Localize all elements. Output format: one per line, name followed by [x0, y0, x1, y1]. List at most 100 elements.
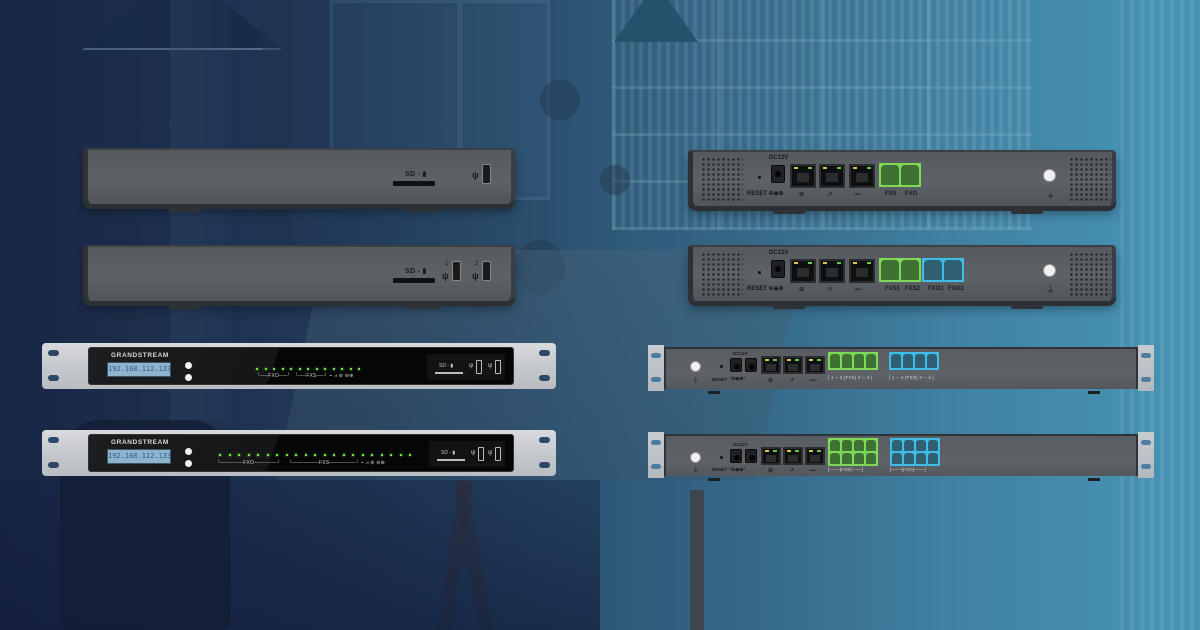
pc-port[interactable] — [805, 356, 825, 374]
rack-ear-hole — [1141, 464, 1151, 469]
fxo-port[interactable] — [904, 453, 914, 464]
wan-port[interactable] — [761, 447, 781, 465]
fxo-port[interactable] — [928, 440, 938, 451]
fxs-port-1[interactable] — [881, 260, 899, 280]
rubber-foot — [1011, 305, 1043, 309]
lcd-ok-button[interactable] — [185, 374, 192, 381]
dc-power-jack-1[interactable] — [730, 449, 742, 463]
status-led-row — [219, 454, 411, 456]
sd-card-slot[interactable] — [437, 459, 465, 461]
fxs-port-2[interactable] — [901, 260, 919, 280]
fxs-port[interactable] — [881, 165, 899, 185]
pc-port[interactable] — [849, 259, 875, 283]
fxs-port[interactable] — [854, 453, 864, 464]
usb-port-1[interactable] — [478, 447, 484, 461]
pc-icon: -⌁- — [854, 192, 862, 198]
wan-port[interactable] — [761, 356, 781, 374]
lan-port[interactable] — [783, 447, 803, 465]
fxo-port[interactable] — [927, 354, 937, 368]
fxo-port[interactable] — [901, 165, 919, 185]
rubber-foot — [773, 210, 805, 214]
fxs-port[interactable] — [842, 453, 852, 464]
pc-port[interactable] — [805, 447, 825, 465]
vent-grille — [1069, 252, 1111, 296]
fxs-port[interactable] — [830, 453, 840, 464]
usb-port-1[interactable] — [476, 360, 482, 374]
reset-button[interactable] — [758, 271, 761, 274]
fxs-port[interactable] — [866, 354, 876, 368]
usb-port-1[interactable] — [452, 261, 461, 281]
fxo-port[interactable] — [891, 354, 901, 368]
rack-ear-hole — [539, 437, 550, 443]
usb-port-2[interactable] — [495, 360, 501, 374]
sd-card-label: SD - ▮ — [405, 171, 427, 178]
reset-button[interactable] — [758, 176, 761, 179]
sd-card-label: SD - ▮ — [441, 450, 456, 456]
gateway-rear-2fxs-2fxo: RESET ⊖◆⊕ DC12V ⊘ ⩘ -⌁- FXS1 FXS2 FXO1 F… — [688, 245, 1116, 309]
usb-icon: ψ — [472, 271, 479, 281]
rack-ear-hole — [1141, 353, 1151, 358]
ground-icon: ⏚ — [692, 467, 699, 474]
status-led-row — [256, 368, 360, 370]
fxs-port[interactable] — [830, 440, 840, 451]
fxo-port[interactable] — [915, 354, 925, 368]
dc-power-jack-2[interactable] — [745, 449, 757, 463]
wan-port[interactable] — [790, 164, 816, 188]
sd-card-slot[interactable] — [393, 181, 435, 186]
usb-port[interactable] — [482, 164, 491, 184]
fxs-port[interactable] — [854, 440, 864, 451]
lan-port[interactable] — [819, 259, 845, 283]
lan-port[interactable] — [819, 164, 845, 188]
rubber-foot — [1088, 391, 1100, 394]
dc-power-jack[interactable] — [771, 165, 785, 183]
dc-power-jack-2[interactable] — [745, 358, 757, 372]
rubber-foot — [406, 208, 438, 212]
usb-port-2[interactable] — [495, 447, 501, 461]
sd-card-slot[interactable] — [435, 372, 463, 374]
sd-card-label: SD - ▮ — [439, 363, 454, 369]
fxo-bracket-caption: [───]FXO[───] — [890, 467, 927, 472]
rubber-foot — [708, 478, 720, 481]
fxo-port-1[interactable] — [924, 260, 942, 280]
fxo-port[interactable] — [928, 453, 938, 464]
dc-power-jack[interactable] — [771, 260, 785, 278]
power-label: DC12V — [769, 155, 789, 161]
fxo-port[interactable] — [916, 440, 926, 451]
fxo-port-block — [890, 438, 940, 466]
pc-port[interactable] — [849, 164, 875, 188]
pc-icon: -⌁- — [809, 378, 817, 384]
lcd-ok-button[interactable] — [185, 460, 192, 467]
fxs-fxo-port-block — [879, 163, 921, 187]
fxs-port[interactable] — [842, 354, 852, 368]
reset-button[interactable] — [720, 365, 723, 368]
fxs-port[interactable] — [866, 453, 876, 464]
lan-port[interactable] — [783, 356, 803, 374]
lcd-down-button[interactable] — [185, 362, 192, 369]
fxo-port-2[interactable] — [944, 260, 962, 280]
fxs-port[interactable] — [866, 440, 876, 451]
sd-card-slot[interactable] — [393, 278, 435, 283]
dc-power-jack-1[interactable] — [730, 358, 742, 372]
fxo-port[interactable] — [903, 354, 913, 368]
wan-port[interactable] — [790, 259, 816, 283]
fxs-port[interactable] — [842, 440, 852, 451]
ucm-rack-rear-4fxs-4fxo: ⏚ RESET DC12V ⁽⊖◆⊕⁾ ⊘ ⩘ -⌁- [ 1 ─ 2 ]FXS… — [648, 345, 1154, 394]
fxs-port[interactable] — [854, 354, 864, 368]
fxo-port[interactable] — [904, 440, 914, 451]
usb-port-2[interactable] — [482, 261, 491, 281]
power-label: DC12V — [733, 442, 748, 447]
fxs-port[interactable] — [830, 354, 840, 368]
gateway-rear-1fxs-1fxo: RESET ⊖◆⊕ DC12V ⊘ ⩘ -⌁- FXS FXO ⏚ — [688, 150, 1116, 214]
rack-ear-hole — [651, 440, 661, 445]
fxo-port[interactable] — [916, 453, 926, 464]
fxo-bracket-caption: [ 1 ─ 2 ]FXO[ 3 ─ 4 ] — [889, 375, 934, 380]
lcd-down-button[interactable] — [185, 448, 192, 455]
fxo1-label: FXO1 — [928, 286, 944, 292]
fxo-port[interactable] — [892, 440, 902, 451]
fxo-port[interactable] — [892, 453, 902, 464]
ucm-rack-rear-8fxs-8fxo: ⏚ RESET DC12V ⁽⊖◆⊕⁾ ⊘ ⩘ -⌁- [───]FXS[───… — [648, 432, 1154, 481]
ground-screw — [1043, 264, 1056, 277]
reset-button[interactable] — [720, 456, 723, 459]
